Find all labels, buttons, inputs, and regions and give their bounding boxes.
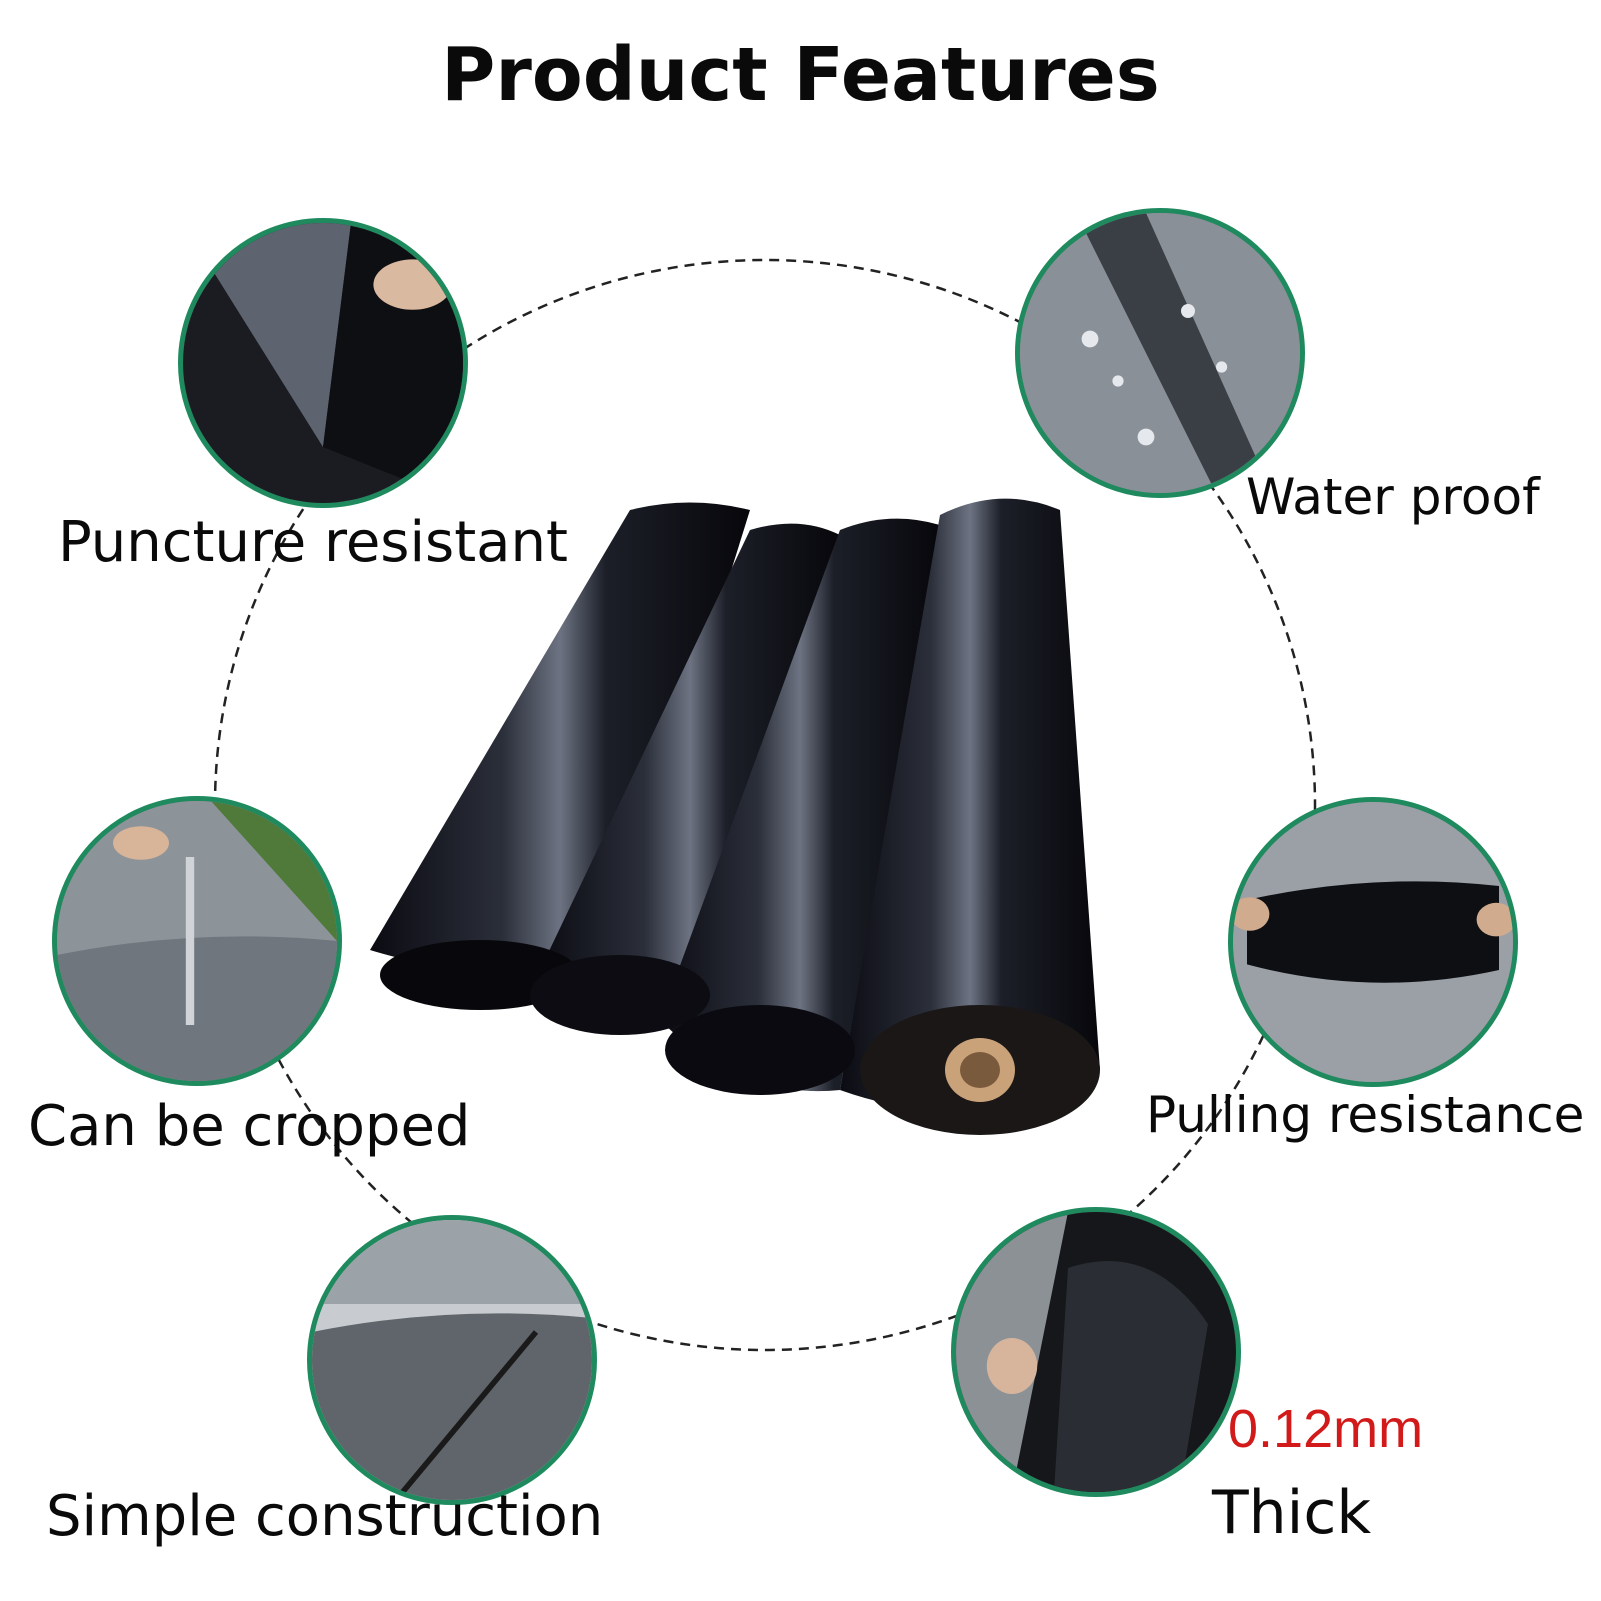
simple-construction-image <box>307 1215 597 1505</box>
can-be-cropped-label: Can be cropped <box>28 1094 471 1159</box>
can-be-cropped-image <box>52 796 342 1086</box>
pulling-resistance-image <box>1228 797 1518 1087</box>
product-rolls-image <box>360 490 1120 1150</box>
puncture-resistant-label: Puncture resistant <box>58 510 568 575</box>
thick-label: Thick <box>1212 1478 1372 1548</box>
water-proof-image <box>1015 208 1305 498</box>
thick-image <box>951 1207 1241 1497</box>
thickness-value: 0.12mm <box>1228 1399 1424 1459</box>
pulling-resistance-label: Pulling resistance <box>1146 1086 1585 1144</box>
page-title: Product Features <box>441 32 1160 118</box>
simple-construction-label: Simple construction <box>46 1484 604 1549</box>
puncture-resistant-image <box>178 218 468 508</box>
water-proof-label: Water proof <box>1246 468 1540 526</box>
